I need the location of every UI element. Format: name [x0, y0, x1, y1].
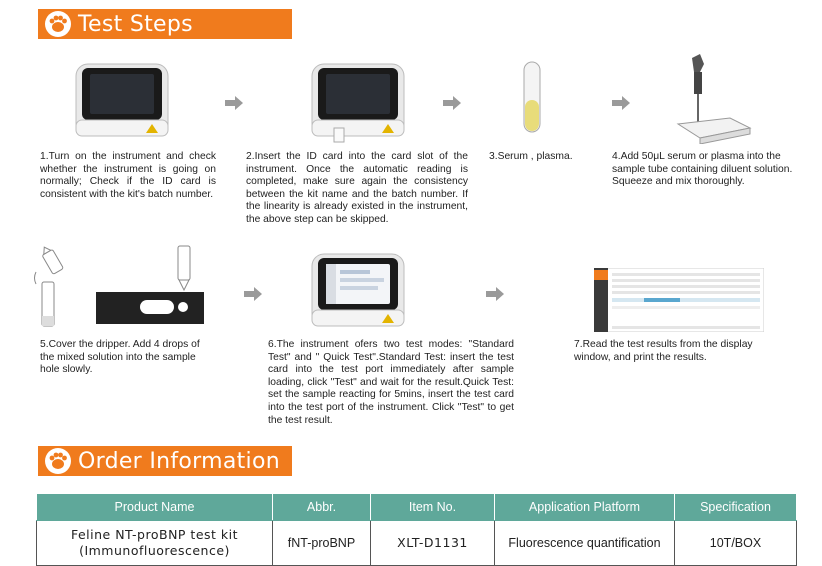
header-item-no: Item No.: [370, 493, 495, 521]
arrow-right-icon: [244, 287, 262, 301]
cell-item-no: XLT-D1131: [370, 520, 495, 566]
order-information-table: Product Name Abbr. Item No. Application …: [36, 493, 797, 566]
step-1-caption: 1.Turn on the instrument and check wheth…: [40, 151, 216, 200]
analyzer-with-id-card-image: [311, 63, 405, 143]
order-information-banner: Order Information: [38, 446, 292, 476]
arrow-right-icon: [443, 96, 461, 110]
table-header-row: Product Name Abbr. Item No. Application …: [36, 493, 797, 521]
analyzer-instrument-image: [75, 63, 169, 137]
step-2-caption: 2.Insert the ID card into the card slot …: [246, 151, 468, 225]
order-information-title: Order Information: [78, 448, 280, 474]
header-product-name: Product Name: [36, 493, 273, 521]
arrow-right-icon: [486, 287, 504, 301]
header-application-platform: Application Platform: [494, 493, 675, 521]
paw-icon: [45, 11, 71, 37]
step-3-caption: 3.Serum , plasma.: [489, 151, 573, 162]
dripper-and-test-card-image: [34, 245, 204, 327]
test-steps-title: Test Steps: [78, 11, 193, 37]
arrow-right-icon: [612, 96, 630, 110]
serum-tube-image: [523, 61, 541, 133]
arrow-right-icon: [225, 96, 243, 110]
step-5-caption: 5.Cover the dripper. Add 4 drops of the …: [40, 339, 200, 376]
header-abbr: Abbr.: [272, 493, 371, 521]
cell-specification: 10T/BOX: [674, 520, 797, 566]
cell-application-platform: Fluorescence quantification: [494, 520, 675, 566]
test-steps-banner: Test Steps: [38, 9, 292, 39]
result-display-window-image: [594, 268, 764, 332]
header-specification: Specification: [674, 493, 797, 521]
cell-product-name: Feline NT-proBNP test kit (Immunofluores…: [36, 520, 273, 566]
cell-abbr: fNT-proBNP: [272, 520, 371, 566]
step-6-caption: 6.The instrument ofers two test modes: "…: [268, 339, 514, 426]
step-4-caption: 4.Add 50μL serum or plasma into the samp…: [612, 151, 793, 188]
analyzer-test-screen-image: [311, 253, 405, 327]
paw-icon: [45, 448, 71, 474]
table-row: Feline NT-proBNP test kit (Immunofluores…: [36, 520, 797, 566]
step-7-caption: 7.Read the test results from the display…: [574, 339, 753, 363]
pipette-sample-tube-image: [676, 54, 752, 144]
